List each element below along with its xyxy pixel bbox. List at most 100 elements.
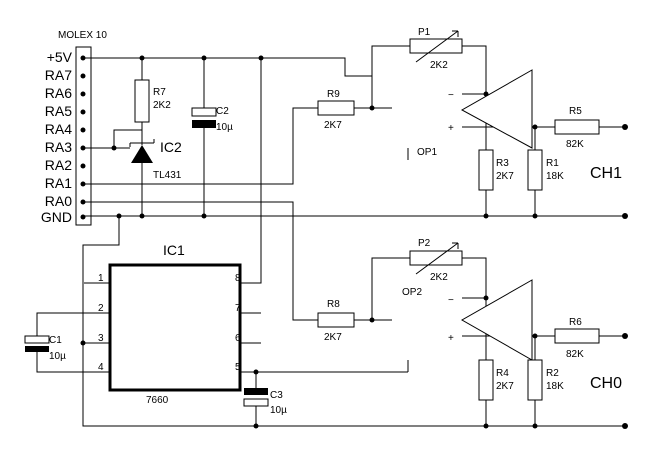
op1-minus: − [448, 90, 454, 101]
zener-triangle [131, 145, 153, 163]
resistor-r4: R4 2K7 [478, 359, 514, 401]
p2-value: 2K2 [430, 272, 448, 283]
r6-value: 82K [566, 349, 584, 360]
pot-arrow [415, 30, 459, 63]
junction-dot [532, 423, 538, 429]
pin-dot [80, 109, 86, 115]
terminal-gnd-upper [622, 213, 628, 219]
potentiometer-p1: P1 2K2 [409, 27, 463, 71]
pin-label-ra7: RA7 [45, 67, 72, 83]
r9-value: 2K7 [324, 120, 342, 131]
capacitor-c3: C3 10µ [243, 388, 287, 416]
resistor-r9: R9 2K7 [317, 89, 355, 131]
ic1-7660: IC1 7660 1 2 3 4 5 6 7 8 [98, 242, 242, 406]
ic2-part: TL431 [153, 170, 182, 181]
wire-op2-fb-left [371, 257, 410, 320]
resistor-r1: R1 18K [527, 149, 564, 191]
ic1-pin-number: 7 [235, 303, 241, 314]
junction-dot [483, 213, 489, 219]
p1-name: P1 [418, 27, 431, 38]
ic1-body [108, 263, 242, 392]
c3-name: C3 [270, 390, 283, 401]
pin-label-ra1: RA1 [45, 175, 72, 191]
resistor-body [317, 312, 355, 328]
c1-name: C1 [49, 335, 62, 346]
resistor-body [317, 100, 355, 116]
pin-label-ra3: RA3 [45, 139, 72, 155]
resistor-r3: R3 2K7 [478, 149, 514, 191]
junction-dot [139, 213, 145, 219]
junction-dot [532, 333, 538, 339]
resistor-r6: R6 82K [554, 317, 600, 360]
resistor-r7: R7 2K2 [134, 79, 171, 123]
channel-label-ch0: CH0 [590, 375, 622, 392]
resistor-body [554, 119, 600, 135]
junction-dot [201, 55, 207, 61]
resistor-body [527, 359, 543, 401]
wires [36, 45, 625, 427]
r3-name: R3 [496, 158, 509, 169]
terminal-gnd-lower [622, 423, 628, 429]
pin-label-ra0: RA0 [45, 193, 72, 209]
r2-name: R2 [546, 368, 559, 379]
ic1-part: 7660 [146, 395, 169, 406]
p2-name: P2 [418, 238, 431, 249]
r9-name: R9 [327, 89, 340, 100]
pin-label-gnd: GND [41, 209, 72, 225]
capacitor-plate-top [24, 335, 50, 344]
wire-op1-fb-left [371, 45, 410, 108]
pot-body [409, 38, 463, 54]
molex-connector: MOLEX 10 +5V RA7 RA6 RA5 RA4 RA3 RA2 RA1… [41, 30, 107, 226]
opamp-op1: − + OP1 [417, 69, 533, 158]
junction-dot [201, 213, 207, 219]
r6-name: R6 [569, 317, 582, 328]
c2-name: C2 [216, 106, 229, 117]
opamp-triangle [460, 279, 533, 361]
capacitor-plate-bottom [243, 398, 269, 407]
r8-value: 2K7 [324, 332, 342, 343]
capacitor-plate-top [244, 388, 268, 395]
capacitor-plate-bottom [192, 120, 216, 128]
wire-5v-ic1-pin8 [240, 58, 262, 284]
connector-title: MOLEX 10 [58, 30, 107, 41]
op1-name: OP1 [417, 147, 437, 158]
pin-label-ra2: RA2 [45, 157, 72, 173]
resistor-r7-value: 2K2 [153, 100, 171, 111]
op2-plus: + [448, 333, 454, 344]
junction-dot [111, 145, 117, 151]
terminal-ch0 [622, 333, 628, 339]
ic1-pin-number: 8 [235, 273, 241, 284]
ic1-pin-number: 4 [98, 362, 104, 373]
resistor-r2: R2 18K [527, 359, 564, 401]
c2-value: 10µ [216, 122, 233, 133]
pin-dot [80, 163, 86, 169]
junction-dot [483, 295, 489, 301]
r1-value: 18K [546, 171, 564, 182]
junction-dot [369, 105, 375, 111]
ic1-pin-number: 3 [98, 333, 104, 344]
pot-body [409, 250, 463, 266]
op1-plus: + [448, 123, 454, 134]
ic1-pin-number: 1 [98, 273, 104, 284]
ic2-name: IC2 [160, 139, 182, 155]
junction-dot [258, 55, 264, 61]
ic1-name: IC1 [163, 242, 185, 258]
junction-dot [80, 340, 86, 346]
resistor-body [554, 328, 600, 344]
pot-arrow [415, 242, 459, 275]
resistor-r5: R5 82K [554, 106, 600, 150]
op2-name: OP2 [402, 287, 422, 298]
junction-dot [116, 213, 122, 219]
pin-dot [80, 214, 86, 220]
ic2-tl431: IC2 TL431 [129, 139, 182, 181]
pin-label-ra4: RA4 [45, 121, 72, 137]
ic1-pin-number: 2 [98, 303, 104, 314]
r1-name: R1 [546, 158, 559, 169]
wire-ra1 [83, 107, 318, 185]
resistor-body [478, 359, 494, 401]
channel-label-ch1: CH1 [590, 165, 622, 182]
opamp-op2: − + OP2 [402, 279, 533, 361]
junction-dot [253, 369, 259, 375]
pin-dot [80, 91, 86, 97]
